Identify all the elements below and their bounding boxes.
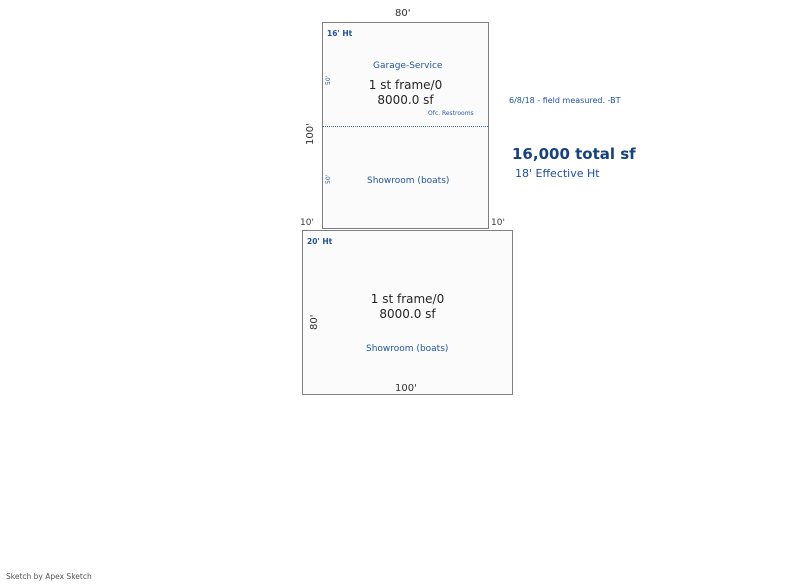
lower-block-area-text: 1 st frame/0 8000.0 sf [302, 293, 513, 320]
interior-divider-dotted-line [323, 126, 488, 127]
room-label-ofc-restrooms: Ofc. Restrooms [428, 110, 474, 117]
dimension-upper-top: 80' [395, 8, 411, 19]
sketch-credit-footer: Sketch by Apex Sketch [6, 572, 92, 581]
lower-building-outline[interactable] [302, 230, 513, 395]
dimension-upper-left: 100' [305, 123, 316, 145]
room-label-showroom-lower: Showroom (boats) [366, 344, 449, 354]
room-label-garage-service: Garage-Service [373, 61, 443, 71]
room-label-showroom-upper: Showroom (boats) [367, 176, 450, 186]
lower-block-height-label: 20' Ht [307, 237, 333, 246]
dimension-offset-left: 10' [300, 218, 314, 228]
lower-block-square-footage: 8000.0 sf [379, 307, 436, 321]
dimension-upper-half-bottom: 50' [325, 174, 332, 184]
dimension-lower-bottom: 100' [395, 383, 417, 394]
dimension-offset-right: 10' [491, 218, 505, 228]
upper-block-area-text: 1 st frame/0 8000.0 sf [322, 79, 489, 106]
lower-block-frame-text: 1 st frame/0 [370, 292, 445, 306]
total-square-footage: 16,000 total sf [512, 145, 636, 163]
upper-block-frame-text: 1 st frame/0 [368, 78, 443, 92]
effective-height-label: 18' Effective Ht [515, 167, 600, 180]
upper-building-outline[interactable] [322, 22, 489, 229]
upper-block-height-label: 16' Ht [327, 29, 353, 38]
field-measured-note: 6/8/18 - field measured. -BT [509, 96, 621, 105]
upper-block-square-footage: 8000.0 sf [377, 93, 434, 107]
